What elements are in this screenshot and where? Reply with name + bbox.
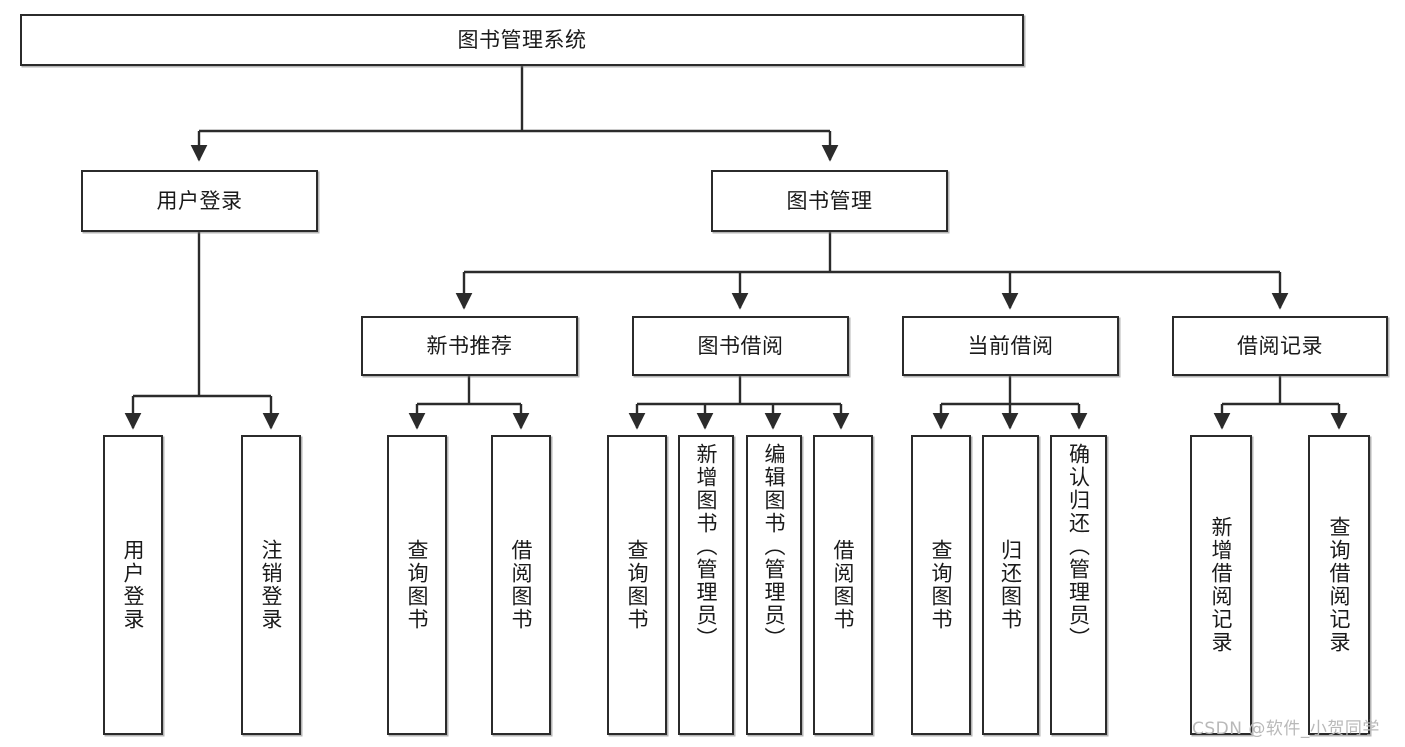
node-label: 图书管理系统 [457,27,587,52]
node-label: 新增借阅记录 [1209,516,1234,654]
leaf-return-book[interactable]: 归还图书 [982,435,1039,735]
node-label: 借阅图书 [509,539,534,631]
leaf-query-book-current[interactable]: 查询图书 [911,435,971,735]
node-user-login[interactable]: 用户登录 [81,170,318,232]
node-label: 新书推荐 [426,333,513,358]
node-label: 注销登录 [259,539,284,631]
node-book-management[interactable]: 图书管理 [711,170,948,232]
node-current-borrow[interactable]: 当前借阅 [902,316,1119,376]
node-label: 查询借阅记录 [1327,516,1352,654]
node-new-book-recommend[interactable]: 新书推荐 [361,316,578,376]
leaf-query-borrow-record[interactable]: 查询借阅记录 [1308,435,1370,735]
node-label: 查询图书 [929,539,954,631]
node-label: 新增图书（管理员） [694,443,719,650]
leaf-edit-book-admin[interactable]: 编辑图书（管理员） [746,435,802,735]
node-label: 图书管理 [786,188,873,213]
node-label: 用户登录 [156,188,243,213]
csdn-watermark: CSDN @软件_小贺同学 [1192,719,1380,739]
node-label: 当前借阅 [967,333,1054,358]
node-label: 图书借阅 [697,333,784,358]
leaf-query-book-recommend[interactable]: 查询图书 [387,435,447,735]
leaf-borrow-book[interactable]: 借阅图书 [813,435,873,735]
node-label: 查询图书 [625,539,650,631]
node-label: 编辑图书（管理员） [762,443,787,650]
node-label: 归还图书 [998,539,1023,631]
node-label: 借阅记录 [1237,333,1323,358]
leaf-add-book-admin[interactable]: 新增图书（管理员） [678,435,734,735]
node-book-borrow[interactable]: 图书借阅 [632,316,849,376]
leaf-borrow-book-recommend[interactable]: 借阅图书 [491,435,551,735]
node-root-system[interactable]: 图书管理系统 [20,14,1024,66]
node-label: 借阅图书 [831,539,856,631]
leaf-logout[interactable]: 注销登录 [241,435,301,735]
leaf-user-login[interactable]: 用户登录 [103,435,163,735]
leaf-query-book-borrow[interactable]: 查询图书 [607,435,667,735]
leaf-confirm-return-admin[interactable]: 确认归还（管理员） [1050,435,1107,735]
node-borrow-records[interactable]: 借阅记录 [1172,316,1388,376]
node-label: 确认归还（管理员） [1066,443,1091,650]
node-label: 用户登录 [121,539,146,631]
leaf-add-borrow-record[interactable]: 新增借阅记录 [1190,435,1252,735]
node-label: 查询图书 [405,539,430,631]
